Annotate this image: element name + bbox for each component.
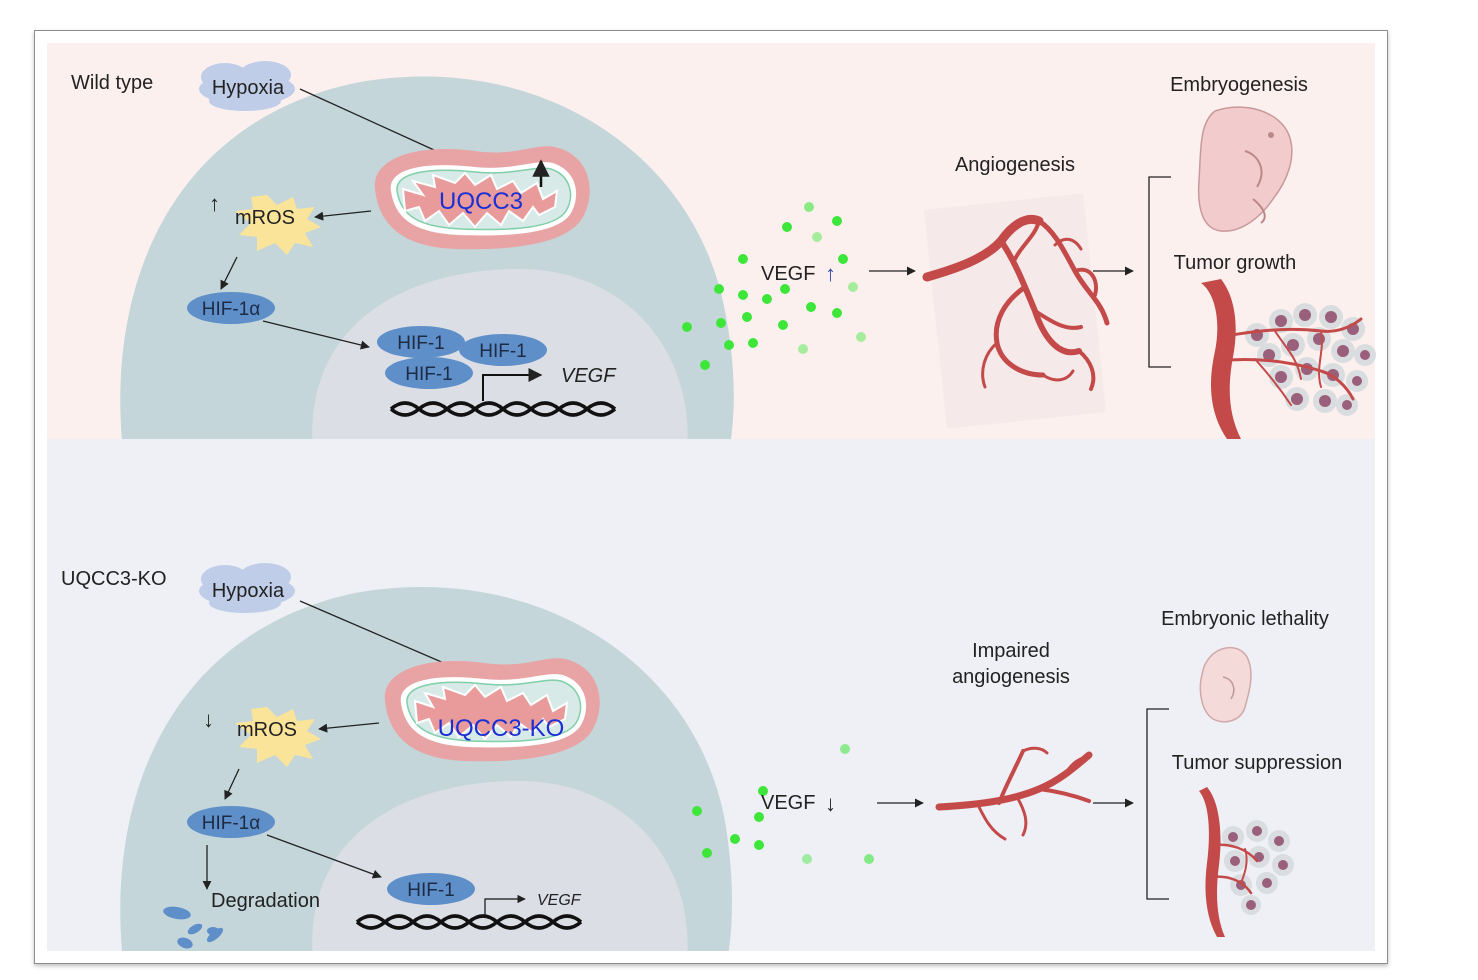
bottom-small-embryo-image — [1199, 647, 1252, 723]
bottom-outcome-1-label: Embryonic lethality — [1161, 608, 1329, 630]
top-hif1-ellipse-1 — [377, 326, 465, 358]
bottom-tumor-main-vessel — [1199, 787, 1225, 937]
top-embryo-image — [1197, 106, 1293, 232]
top-hif1a-label: HIF-1α — [202, 299, 261, 320]
top-outcome-bracket — [1148, 176, 1171, 368]
top-tumor-vessels — [1215, 317, 1363, 406]
top-vegf-arrow: ↑ — [825, 261, 836, 286]
top-mito-label: UQCC3 — [439, 188, 523, 215]
top-mros-label: mROS — [235, 207, 295, 229]
bottom-process-label-line2: angiogenesis — [952, 666, 1070, 688]
bottom-tumor-vessels — [1209, 843, 1259, 895]
bottom-mros-label: mROS — [237, 719, 297, 741]
bottom-gene-label: VEGF — [537, 892, 582, 909]
top-mito-to-mros-arrow — [314, 210, 372, 221]
bottom-condition-label: UQCC3-KO — [61, 568, 167, 590]
bottom-hypoxia-cloud — [199, 563, 295, 613]
top-mros-to-hif1a-arrow — [220, 256, 238, 290]
top-hypoxia-label: Hypoxia — [212, 77, 285, 99]
top-angio-vessels — [922, 215, 1110, 391]
bottom-outcome-bracket — [1146, 708, 1169, 900]
top-hif1a-to-hif1-arrow — [262, 320, 370, 350]
bottom-mitochondrion — [384, 658, 600, 762]
top-hif1-label-2: HIF-1 — [479, 341, 527, 362]
top-condition-label: Wild type — [71, 72, 153, 94]
bottom-mros-arrow: ↓ — [203, 707, 214, 732]
bottom-hif1-label: HIF-1 — [407, 880, 455, 901]
top-vegf-label: VEGF — [761, 263, 815, 285]
top-mros-burst — [235, 195, 321, 255]
top-hif1-ellipse-2 — [459, 334, 547, 366]
bottom-dna-helix — [355, 914, 583, 930]
top-tumor-main-vessel — [1201, 279, 1241, 439]
top-hif1a-ellipse — [187, 292, 275, 324]
bottom-mros-burst — [235, 707, 321, 767]
bottom-impaired-vessels — [935, 746, 1093, 841]
bottom-mito-to-mros-arrow — [318, 722, 380, 733]
top-dna-helix — [389, 401, 617, 417]
top-angio-tissue — [923, 193, 1107, 429]
bottom-mros-to-hif1a-arrow — [224, 768, 240, 800]
top-mros-arrow: ↑ — [209, 191, 220, 216]
top-transcription-arrow — [482, 368, 543, 401]
bottom-vegf-arrow: ↓ — [825, 791, 836, 816]
figure-frame: Wild type Hypoxia UQCC3 mROS ↑ HIF-1α HI… — [34, 30, 1388, 964]
bottom-vegf-label: VEGF — [761, 792, 815, 814]
bottom-tumor-cells — [1222, 820, 1294, 915]
bottom-vegf-dots — [692, 744, 874, 864]
top-outcome-1-label: Embryogenesis — [1170, 74, 1308, 96]
bottom-hif1a-to-hif1-arrow — [266, 834, 382, 879]
bottom-degraded-fragments — [163, 906, 224, 949]
bottom-process-label-line1: Impaired — [972, 640, 1050, 662]
bottom-mito-label: UQCC3-KO — [438, 715, 565, 742]
top-outcome-2-label: Tumor growth — [1174, 252, 1297, 274]
top-hif1-label-3: HIF-1 — [405, 364, 453, 385]
top-hypoxia-cloud — [199, 61, 295, 111]
top-hif1-label-1: HIF-1 — [397, 333, 445, 354]
top-hif1-ellipse-3 — [385, 357, 473, 389]
bottom-outcome-2-label: Tumor suppression — [1172, 752, 1342, 774]
bottom-hypoxia-label: Hypoxia — [212, 580, 285, 602]
bottom-hif1-ellipse — [387, 873, 475, 905]
bottom-hif1a-label: HIF-1α — [202, 813, 261, 834]
bottom-hif1a-ellipse — [187, 806, 275, 838]
diagram-canvas: Wild type Hypoxia UQCC3 mROS ↑ HIF-1α HI… — [47, 43, 1376, 951]
bottom-nucleus — [312, 780, 688, 951]
bottom-degradation-label: Degradation — [211, 890, 320, 912]
top-vegf-dots — [682, 202, 866, 370]
top-process-label: Angiogenesis — [955, 154, 1075, 176]
top-gene-label: VEGF — [561, 365, 617, 387]
bottom-transcription-arrow — [484, 894, 526, 915]
